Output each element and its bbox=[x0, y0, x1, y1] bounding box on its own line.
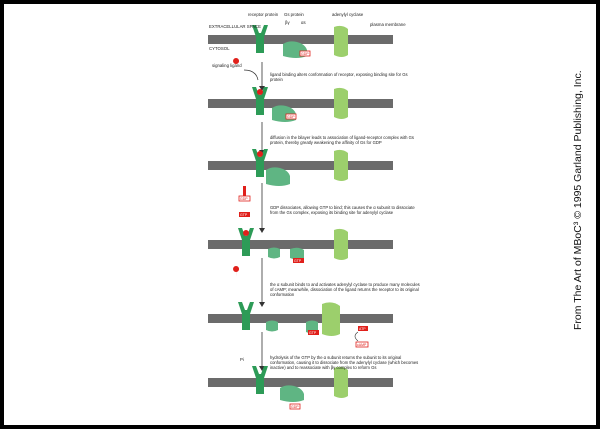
caption-4: the α subunit binds to and activates ade… bbox=[270, 282, 420, 298]
label-beta-gamma: βγ bbox=[285, 20, 290, 25]
cyclase-4 bbox=[334, 228, 348, 260]
arrow-head-3 bbox=[259, 228, 265, 233]
membrane-2 bbox=[208, 99, 393, 108]
caption-2: diffusion in the bilayer leads to associ… bbox=[270, 135, 415, 146]
beta-gamma-5 bbox=[266, 320, 278, 332]
copyright-credit: From The Art of MBoC³ © 1995 Garland Pub… bbox=[572, 70, 584, 330]
panel-6: GDP bbox=[252, 366, 348, 410]
svg-text:GDP: GDP bbox=[240, 197, 248, 201]
svg-text:GDP: GDP bbox=[291, 405, 299, 409]
cyclase-1 bbox=[334, 25, 348, 57]
receptor-6 bbox=[252, 366, 268, 394]
label-plasma: plasma membrane bbox=[370, 22, 406, 27]
arrow-head-1 bbox=[259, 86, 265, 91]
receptor-2 bbox=[252, 87, 268, 115]
panel-3 bbox=[252, 149, 348, 186]
cyclase-6 bbox=[334, 366, 348, 398]
ligand-arrow bbox=[243, 69, 259, 81]
cyclase-3 bbox=[334, 149, 348, 181]
arrow-head-4 bbox=[259, 302, 265, 307]
gdp-release: GDP GTP bbox=[238, 186, 251, 217]
label-cytosol: CYTOSOL bbox=[209, 46, 230, 51]
arrow-head-5 bbox=[259, 366, 265, 371]
membrane-6 bbox=[208, 378, 393, 387]
svg-text:cAMP: cAMP bbox=[357, 343, 367, 347]
svg-text:GDP: GDP bbox=[287, 115, 295, 119]
receptor-3 bbox=[252, 149, 268, 177]
cyclase-2 bbox=[334, 87, 348, 119]
svg-text:ATP: ATP bbox=[359, 327, 366, 331]
label-alpha-s: αs bbox=[301, 20, 306, 25]
membrane-1 bbox=[208, 35, 393, 44]
gdp-box-1 bbox=[299, 50, 311, 57]
panel-5: GTP ATP cAMP bbox=[238, 302, 369, 348]
label-gs-protein: Gs protein bbox=[284, 12, 304, 17]
label-extracellular: EXTRACELLULAR SPACE bbox=[209, 24, 261, 29]
svg-text:GTP: GTP bbox=[309, 331, 317, 335]
active-cyclase-5 bbox=[322, 302, 340, 336]
receptor-5 bbox=[238, 302, 254, 330]
membrane-3 bbox=[208, 161, 393, 170]
svg-text:GTP: GTP bbox=[294, 259, 302, 263]
svg-text:GTP: GTP bbox=[240, 213, 248, 217]
label-receptor: receptor protein bbox=[248, 12, 279, 17]
caption-1: ligand binding alters conformation of re… bbox=[270, 72, 408, 83]
beta-gamma-4 bbox=[268, 247, 280, 259]
panel-1: GDP bbox=[252, 25, 348, 58]
panel-2: GDP bbox=[252, 87, 348, 122]
gs-complex-3 bbox=[266, 167, 290, 186]
caption-3: GDP dissociates, allowing GTP to bind; t… bbox=[270, 205, 415, 216]
receptor-4 bbox=[238, 228, 254, 256]
released-ligand-icon bbox=[233, 266, 240, 277]
label-adenylyl: adenylyl cyclase bbox=[332, 12, 364, 17]
gs-complex-6 bbox=[280, 385, 304, 402]
label-pi: Pi bbox=[240, 357, 244, 362]
signaling-ligand-icon bbox=[233, 58, 240, 69]
membrane-stripes bbox=[208, 35, 393, 387]
caption-5: hydrolysis of the GTP by the α subunit r… bbox=[270, 355, 419, 371]
label-signaling: signaling ligand bbox=[212, 63, 242, 68]
alpha-4 bbox=[290, 247, 304, 260]
bound-ligand-2 bbox=[257, 89, 263, 95]
membrane-5 bbox=[208, 314, 393, 323]
panel-4: GTP bbox=[238, 228, 348, 263]
receptor-1 bbox=[252, 25, 268, 53]
svg-text:GDP: GDP bbox=[301, 52, 309, 56]
membrane-4 bbox=[208, 240, 393, 249]
